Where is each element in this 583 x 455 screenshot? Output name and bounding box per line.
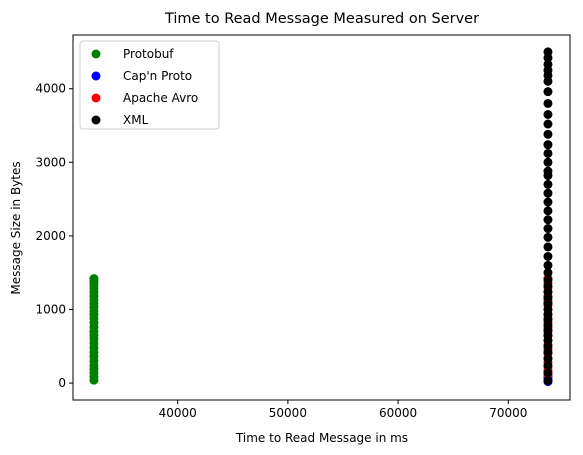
x-tick-label: 50000 xyxy=(269,406,307,420)
series-xml xyxy=(543,47,553,386)
data-point xyxy=(543,360,553,370)
data-point xyxy=(543,98,553,108)
data-point xyxy=(543,129,553,139)
data-point xyxy=(543,140,553,150)
data-point xyxy=(543,206,553,216)
y-tick-label: 1000 xyxy=(35,302,66,316)
data-point xyxy=(543,197,553,207)
y-tick-label: 3000 xyxy=(35,155,66,169)
data-markers xyxy=(89,47,553,387)
data-point xyxy=(543,109,553,119)
data-point xyxy=(543,268,553,278)
x-tick-label: 40000 xyxy=(159,406,197,420)
axes-frame xyxy=(72,34,571,401)
data-point xyxy=(543,354,553,364)
data-point xyxy=(543,368,553,378)
legend-marker xyxy=(91,49,101,59)
legend-label: Apache Avro xyxy=(123,91,198,105)
data-point xyxy=(543,224,553,234)
data-point xyxy=(543,232,553,242)
legend-marker xyxy=(91,93,101,103)
data-point xyxy=(543,119,553,129)
y-tick-label: 2000 xyxy=(35,229,66,243)
data-point xyxy=(543,157,553,167)
x-axis-label: Time to Read Message in ms xyxy=(235,431,408,445)
y-tick-label: 0 xyxy=(58,376,66,390)
data-point xyxy=(89,274,99,284)
data-point xyxy=(543,252,553,262)
y-axis-label: Message Size in Bytes xyxy=(9,161,23,294)
data-point xyxy=(543,260,553,270)
data-point xyxy=(543,47,553,57)
data-point xyxy=(543,148,553,158)
legend-marker xyxy=(91,71,101,81)
x-tick-label: 70000 xyxy=(489,406,527,420)
data-point xyxy=(543,376,553,386)
data-point xyxy=(543,87,553,97)
data-point xyxy=(543,188,553,198)
legend-label: XML xyxy=(123,113,149,127)
x-tick-label: 60000 xyxy=(379,406,417,420)
data-point xyxy=(543,59,553,69)
chart-title: Time to Read Message Measured on Server xyxy=(164,11,479,27)
data-point xyxy=(543,179,553,189)
data-point xyxy=(543,166,553,176)
data-point xyxy=(543,242,553,252)
y-axis-ticks: 0 1000 2000 3000 4000 xyxy=(35,82,73,390)
data-point xyxy=(543,275,553,285)
legend-label: Protobuf xyxy=(123,47,174,61)
legend-marker xyxy=(91,115,101,125)
series-protobuf xyxy=(89,274,99,385)
data-point xyxy=(543,215,553,225)
legend-box xyxy=(79,40,220,130)
x-axis-ticks: 40000 50000 60000 70000 xyxy=(159,400,527,420)
y-tick-label: 4000 xyxy=(35,82,66,96)
legend-label: Cap'n Proto xyxy=(123,69,192,83)
